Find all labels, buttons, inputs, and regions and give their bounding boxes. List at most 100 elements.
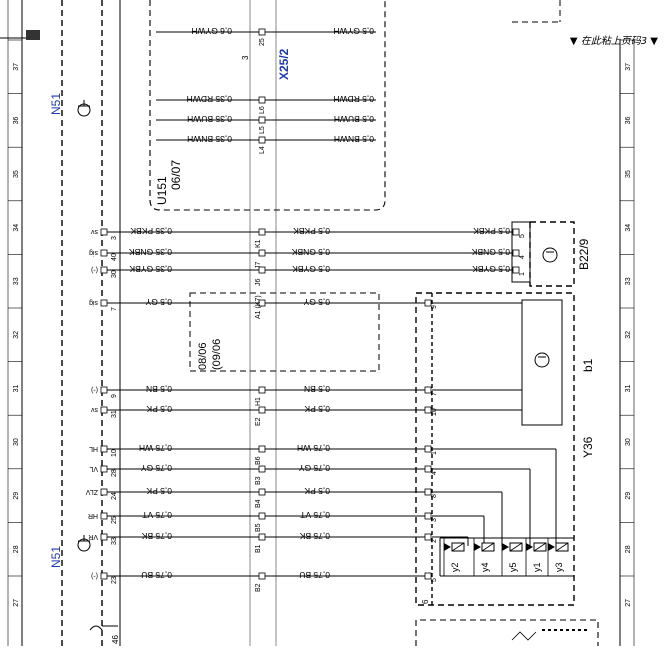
valve-coil-icon: y2 bbox=[443, 538, 465, 576]
pin-label: 2 bbox=[431, 539, 438, 543]
pin-label: 10 bbox=[431, 408, 438, 416]
box-date-label: 08/06 bbox=[197, 342, 209, 370]
signal-label: sv bbox=[91, 406, 99, 413]
connector-pin bbox=[258, 445, 266, 453]
valve-label: y1 bbox=[532, 562, 542, 572]
pin-label: 33 bbox=[111, 537, 118, 545]
valve-label: y5 bbox=[508, 562, 518, 572]
ruler-number: 29 bbox=[625, 492, 632, 500]
connector-pin bbox=[258, 533, 266, 541]
connector-pin bbox=[100, 228, 108, 236]
n51-label: N51 bbox=[49, 93, 63, 115]
pin-label: 5 bbox=[431, 578, 438, 582]
connector-pin bbox=[100, 406, 108, 414]
page-nav-text[interactable]: 在此粘上页码3 bbox=[580, 36, 648, 47]
valve-coil-icon bbox=[555, 542, 569, 552]
connector-pin bbox=[100, 386, 108, 394]
wire-label-right: 0,75 BU bbox=[299, 570, 330, 580]
connector-label: H1 bbox=[255, 397, 262, 406]
ruler-number: 27 bbox=[13, 599, 20, 607]
connector-pin bbox=[258, 488, 266, 496]
wire-label-left: 0,5 GY bbox=[145, 297, 172, 307]
pin-label: 24 bbox=[111, 492, 118, 500]
pin-label: 1 bbox=[431, 451, 438, 455]
connector-pin bbox=[512, 249, 520, 257]
pin-label: 9 bbox=[431, 305, 438, 309]
wire-label-right: 0,5 PK bbox=[304, 486, 330, 496]
wire-label-left: 0,75 BU bbox=[141, 570, 172, 580]
x25-2-label: X25/2 bbox=[277, 48, 291, 80]
pin-label: 1 bbox=[519, 272, 526, 276]
connector-pin bbox=[424, 512, 432, 520]
wire-label-left: 0,5 BN bbox=[146, 384, 172, 394]
wire-label-right: 0,5 GNBK bbox=[291, 247, 330, 257]
valve-label: y4 bbox=[480, 562, 490, 572]
signal-label: HL bbox=[89, 445, 98, 452]
connector-pin bbox=[100, 249, 108, 257]
wire-label-left: 0,75 VT bbox=[142, 510, 172, 520]
ruler-number: 37 bbox=[13, 63, 20, 71]
pin-label: 8 bbox=[431, 494, 438, 498]
connector-label: B4 bbox=[255, 499, 262, 508]
wire bbox=[432, 536, 469, 546]
pin-label: L6 bbox=[259, 106, 266, 114]
wire-label-left: 0,35 BUWH bbox=[187, 114, 232, 124]
signal-label: sig bbox=[89, 249, 98, 256]
connector-pin bbox=[100, 488, 108, 496]
wire bbox=[432, 491, 503, 546]
y36-label: Y36 bbox=[581, 436, 595, 458]
left-arrow-icon: ▼ bbox=[569, 36, 578, 47]
connector-pin bbox=[100, 465, 108, 473]
valve-label: y3 bbox=[554, 562, 564, 572]
connector-pin bbox=[258, 228, 266, 236]
ruler-number: 31 bbox=[13, 385, 20, 393]
valve-coil-icon bbox=[509, 542, 523, 552]
pin-label: 4 bbox=[519, 255, 526, 259]
connector-pin bbox=[424, 465, 432, 473]
wire-label-left: 0,35 BNWH bbox=[187, 134, 232, 144]
u151-date: 06/07 bbox=[169, 160, 183, 190]
connector-pin bbox=[258, 512, 266, 520]
page-corner-tab bbox=[26, 30, 40, 40]
pin-label: 3 bbox=[431, 518, 438, 522]
valve-coil-icon: y1 bbox=[525, 538, 547, 576]
connector-pin bbox=[100, 299, 108, 307]
wire-label-left: 0,75 WH bbox=[139, 443, 172, 453]
b22-9-label: B22/9 bbox=[577, 238, 591, 270]
wire-label-right: 0,5 RDWH bbox=[333, 94, 374, 104]
diode-icon bbox=[444, 543, 451, 551]
pin-label: 30 bbox=[111, 270, 118, 278]
pin-label: 7 bbox=[111, 307, 118, 311]
wire-label-right: 0,5 GYWH bbox=[333, 26, 374, 36]
connector-pin bbox=[258, 386, 266, 394]
ruler-number: 33 bbox=[625, 277, 632, 285]
wire-label-right: 0,5 PKBK bbox=[293, 226, 330, 236]
connector-label: B2 bbox=[255, 583, 262, 592]
pin-label: L4 bbox=[259, 146, 266, 154]
connector-pin bbox=[424, 445, 432, 453]
connector-pin bbox=[258, 96, 266, 104]
b1-label: b1 bbox=[581, 358, 595, 372]
wire-label-right: 0,5 BUWH bbox=[334, 114, 374, 124]
wire bbox=[432, 468, 531, 546]
connector-label: B5 bbox=[255, 523, 262, 532]
signal-label: VR bbox=[88, 533, 98, 540]
connector-pin bbox=[424, 406, 432, 414]
diode-icon bbox=[548, 543, 555, 551]
ruler-number: 28 bbox=[13, 545, 20, 553]
connector-pin bbox=[258, 406, 266, 414]
connector-pin bbox=[424, 533, 432, 541]
wire-label-left: 0,5 PK bbox=[146, 486, 172, 496]
connector-label: B1 bbox=[255, 544, 262, 553]
box-date-label: (09/06 bbox=[211, 339, 223, 370]
wire-label-right: 0,75 WH bbox=[297, 443, 330, 453]
